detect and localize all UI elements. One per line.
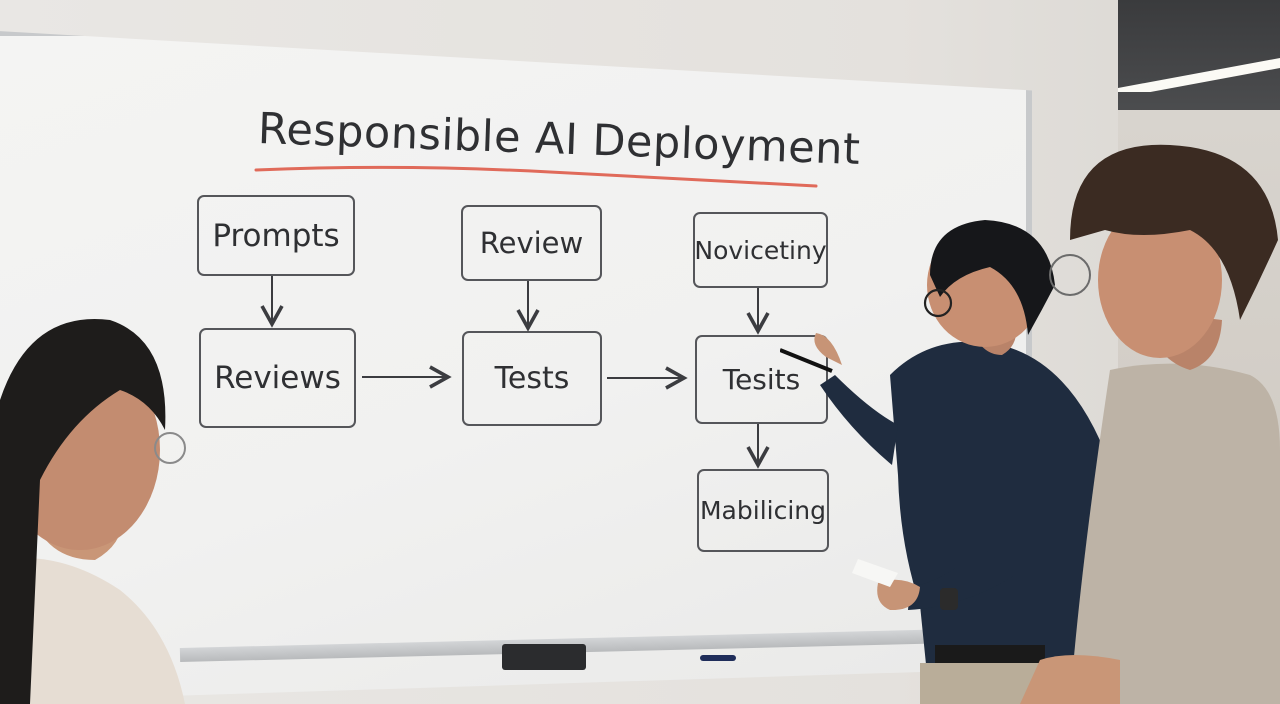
whiteboard-eraser: [502, 644, 586, 670]
node-tests: Tests: [462, 331, 602, 426]
node-mabilicing: Mabilicing: [697, 469, 829, 552]
title-underline: [254, 165, 818, 188]
node-reviews: Reviews: [199, 328, 356, 428]
colleague-left: [0, 319, 186, 704]
node-tesits: Tesits: [695, 335, 828, 424]
ceiling-light: [1118, 58, 1280, 92]
node-tests-label: Tests: [494, 361, 570, 396]
node-prompts-label: Prompts: [212, 217, 340, 254]
node-mabilicing-label: Mabilicing: [699, 496, 826, 525]
node-prompts: Prompts: [197, 195, 355, 276]
node-reviews-label: Reviews: [214, 360, 341, 396]
node-novicetiny-label: Novicetiny: [694, 235, 827, 265]
presenter-person: [780, 220, 1120, 704]
colleague-right: [1020, 144, 1280, 704]
node-review: Review: [461, 205, 602, 281]
node-review-label: Review: [479, 226, 584, 260]
tray-marker: [700, 655, 736, 661]
node-novicetiny: Novicetiny: [693, 212, 828, 288]
node-tesits-label: Tesits: [722, 363, 801, 396]
ceiling: [1118, 0, 1280, 120]
